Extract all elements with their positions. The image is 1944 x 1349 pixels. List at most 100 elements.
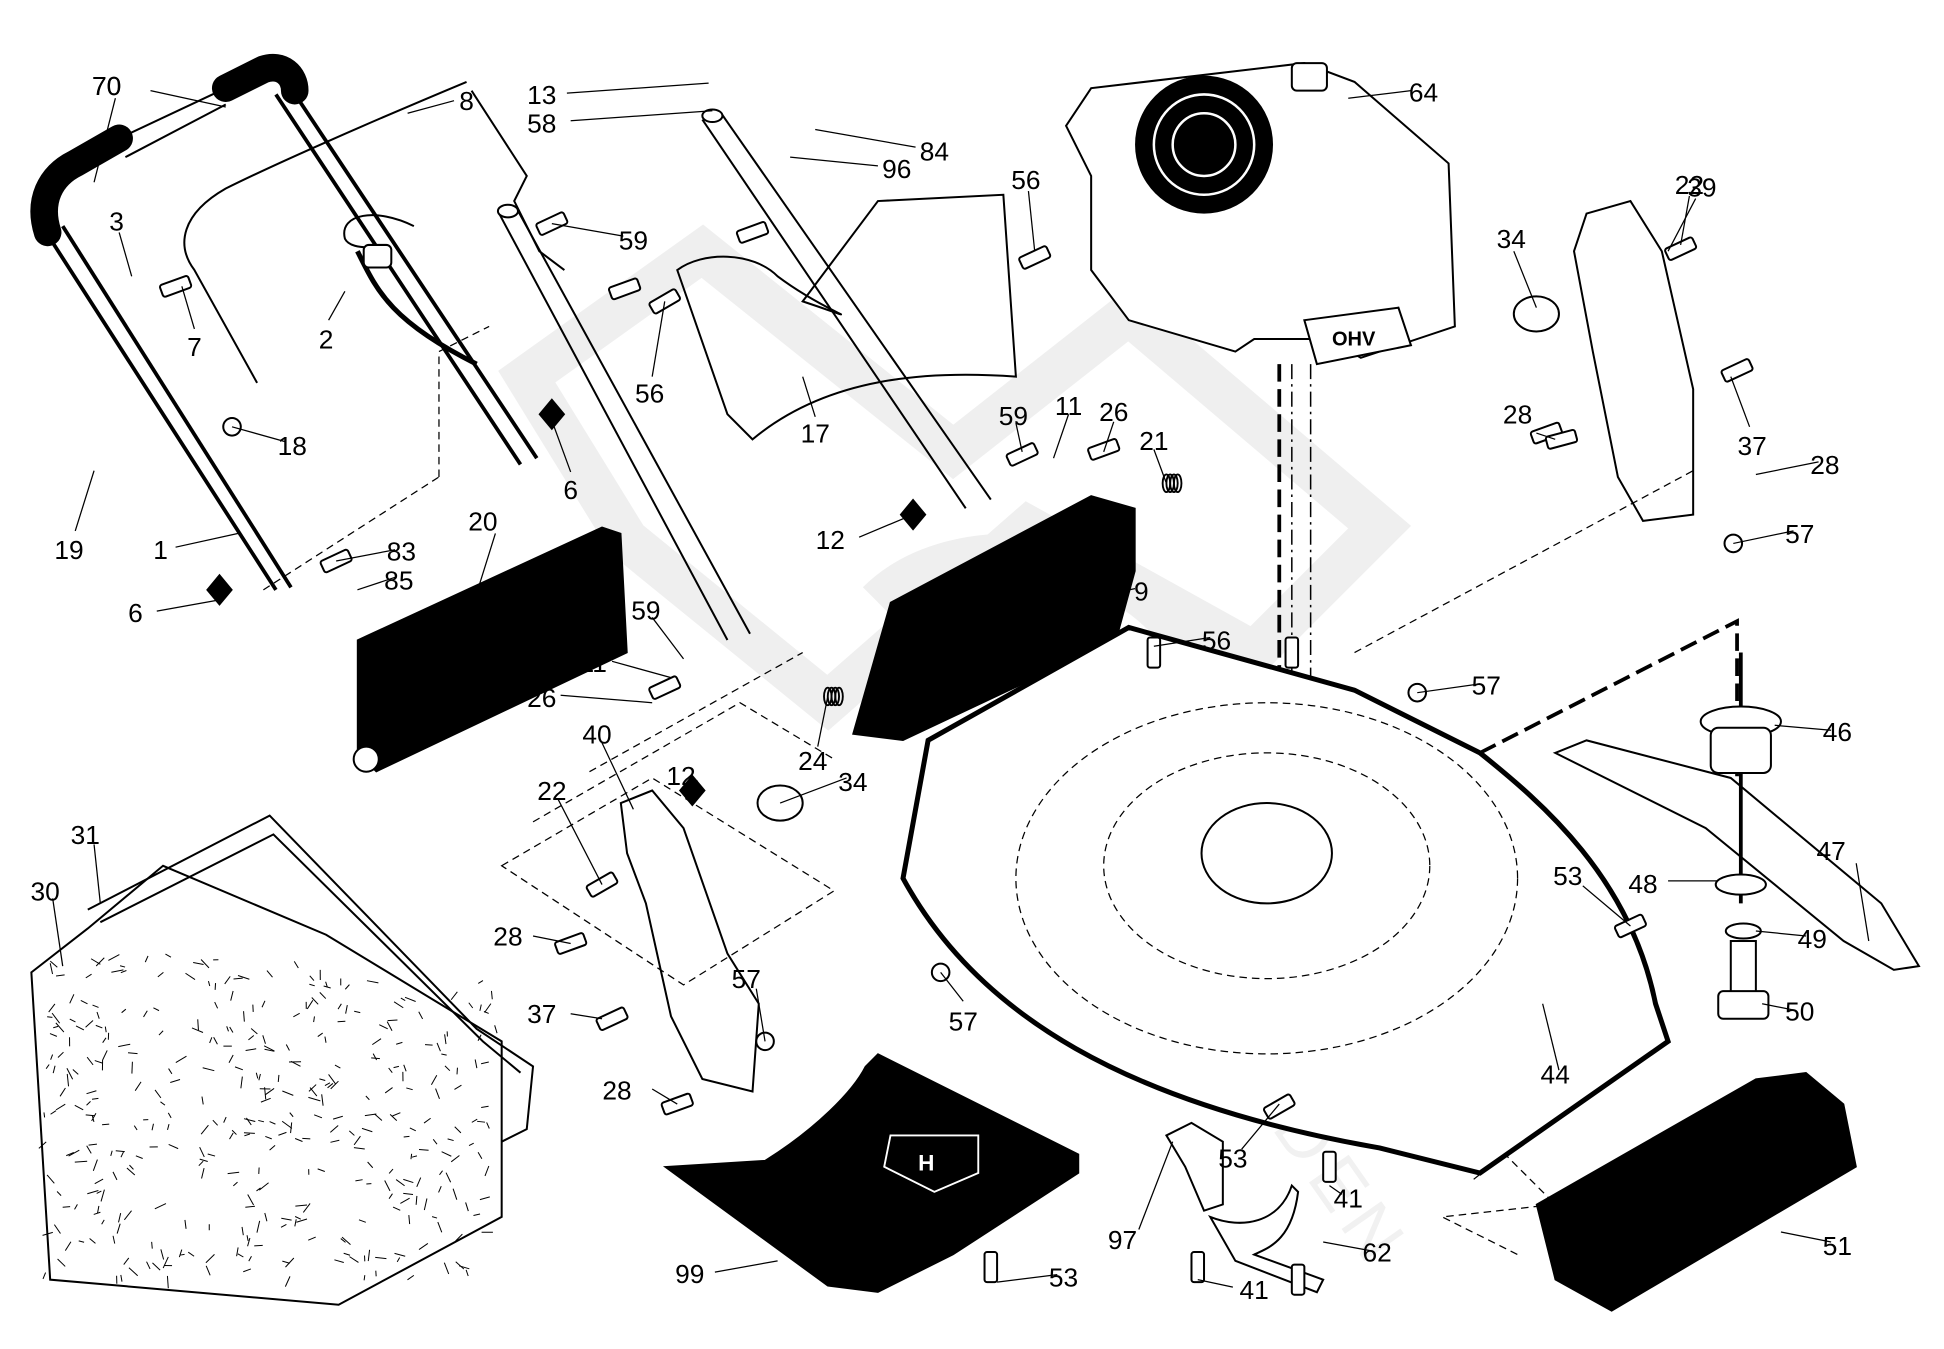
callout-label[interactable]: 96 (882, 154, 911, 184)
callout-label[interactable]: 44 (1541, 1059, 1570, 1089)
part-washer[interactable] (1714, 873, 1767, 896)
callout-label[interactable]: 2 (319, 324, 334, 354)
leader-line (1733, 530, 1794, 545)
callout-label[interactable]: 57 (732, 964, 761, 994)
callout-label[interactable]: 57 (1785, 519, 1814, 549)
callout-label[interactable]: 53 (1218, 1143, 1247, 1173)
callout-label[interactable]: 46 (1823, 717, 1852, 747)
callout-label[interactable]: 59 (631, 595, 660, 625)
leader-line (1052, 414, 1070, 459)
leader-line (1241, 1103, 1280, 1150)
part-blade-adapter[interactable] (1699, 705, 1782, 774)
callout-label[interactable]: 85 (384, 565, 413, 595)
part-rear-door[interactable] (852, 495, 1136, 741)
part-clip-62[interactable] (1207, 1183, 1325, 1294)
part-engine[interactable]: OHV (1064, 62, 1456, 366)
callout-label[interactable]: 58 (527, 109, 556, 139)
callout-label[interactable]: 47 (1816, 836, 1845, 866)
callout-label[interactable]: 62 (1362, 1238, 1391, 1268)
callout-label[interactable]: 28 (1810, 450, 1839, 480)
callout-label[interactable]: 40 (582, 720, 611, 750)
callout-label[interactable]: 64 (1409, 77, 1438, 107)
callout-label[interactable]: 97 (1108, 1225, 1137, 1255)
leader-line (181, 286, 196, 330)
part-upper-handle[interactable] (30, 54, 539, 591)
leader-line (557, 799, 603, 885)
callout-label[interactable]: 26 (527, 683, 556, 713)
callout-label[interactable]: 57 (1472, 671, 1501, 701)
callout-label[interactable]: 70 (92, 71, 121, 101)
part-grass-bag-frame[interactable] (87, 814, 535, 1143)
part-deck[interactable] (900, 624, 1672, 1176)
callout-label[interactable]: 6 (128, 598, 143, 628)
callout-label[interactable]: 83 (387, 536, 416, 566)
callout-label[interactable]: 22 (1675, 170, 1704, 200)
callout-label[interactable]: 28 (1503, 400, 1532, 430)
part-mulch-cover[interactable]: H (662, 1053, 1080, 1293)
part-lock-washer[interactable] (1724, 922, 1762, 940)
callout-label[interactable]: 20 (468, 506, 497, 536)
part-mulch-plug[interactable] (1535, 1072, 1857, 1312)
callout-label[interactable]: 53 (1049, 1263, 1078, 1293)
callout-label[interactable]: 53 (1553, 861, 1582, 891)
callout-label[interactable]: 30 (31, 876, 60, 906)
callout-label[interactable]: 34 (1497, 224, 1526, 254)
callout-label[interactable]: 12 (666, 761, 695, 791)
callout-label[interactable]: 12 (816, 525, 845, 555)
callout-label[interactable]: 84 (920, 136, 949, 166)
bolt-icon (1664, 236, 1698, 261)
part-rear-guard[interactable] (676, 193, 1017, 441)
callout-label[interactable]: 17 (801, 419, 830, 449)
callout-label[interactable]: 22 (537, 776, 566, 806)
callout-label[interactable]: 26 (1099, 397, 1128, 427)
part-grass-bag[interactable] (30, 864, 503, 1306)
callout-label[interactable]: 57 (949, 1007, 978, 1037)
callout-label[interactable]: 39 (1687, 173, 1716, 203)
callout-label[interactable]: 59 (999, 401, 1028, 431)
part-throttle-cable[interactable] (343, 214, 478, 367)
callout-label[interactable]: 99 (675, 1259, 704, 1289)
part-height-bracket-right[interactable] (1572, 199, 1695, 522)
part-blade-bolt[interactable] (1717, 940, 1770, 1020)
callout-label[interactable]: 11 (1055, 391, 1082, 421)
callout-label[interactable]: 41 (1334, 1184, 1363, 1214)
part-rear-flap[interactable] (352, 526, 628, 773)
callout-label[interactable]: 56 (1202, 625, 1231, 655)
callout-label[interactable]: 7 (187, 332, 202, 362)
callout-label[interactable]: 24 (798, 746, 827, 776)
part-blade[interactable] (1552, 739, 1921, 971)
part-control-bail[interactable] (183, 80, 565, 384)
callout-49: 49 (1755, 924, 1827, 954)
callout-label[interactable]: 13 (527, 80, 556, 110)
callout-label[interactable]: 34 (838, 767, 867, 797)
callout-48: 48 (1628, 869, 1719, 899)
callout-label[interactable]: 56 (1011, 165, 1040, 195)
callout-label[interactable]: 8 (459, 86, 474, 116)
callout-label[interactable]: 1 (153, 535, 168, 565)
callout-label[interactable]: 50 (1785, 997, 1814, 1027)
callout-label[interactable]: 49 (1798, 924, 1827, 954)
callout-label[interactable]: 3 (109, 207, 124, 237)
callout-label[interactable]: 31 (71, 820, 100, 850)
callout-label[interactable]: 21 (1139, 426, 1168, 456)
callout-label[interactable]: 51 (1823, 1231, 1852, 1261)
callout-label[interactable]: 19 (54, 535, 83, 565)
callout-label[interactable]: 11 (580, 648, 607, 678)
callout-label[interactable]: 48 (1628, 869, 1657, 899)
callout-label[interactable]: 9 (1134, 577, 1149, 607)
callout-label[interactable]: 6 (563, 475, 578, 505)
callout-label[interactable]: 28 (602, 1076, 631, 1106)
callout-label[interactable]: 37 (527, 999, 556, 1029)
leader-line (1078, 587, 1136, 601)
callout-label[interactable]: 59 (619, 225, 648, 255)
part-lower-handle[interactable] (496, 108, 992, 641)
callout-label[interactable]: 18 (278, 431, 307, 461)
callout-label[interactable]: 28 (493, 921, 522, 951)
part-height-bracket-left[interactable] (619, 789, 760, 1093)
callout-label[interactable]: 41 (1240, 1275, 1269, 1305)
part-bracket-97[interactable] (1164, 1121, 1224, 1212)
callout-label[interactable]: 70 (92, 71, 121, 101)
callout-label[interactable]: 37 (1737, 431, 1766, 461)
callout-label[interactable]: 56 (635, 378, 664, 408)
callout-11: 11 (1052, 391, 1082, 459)
